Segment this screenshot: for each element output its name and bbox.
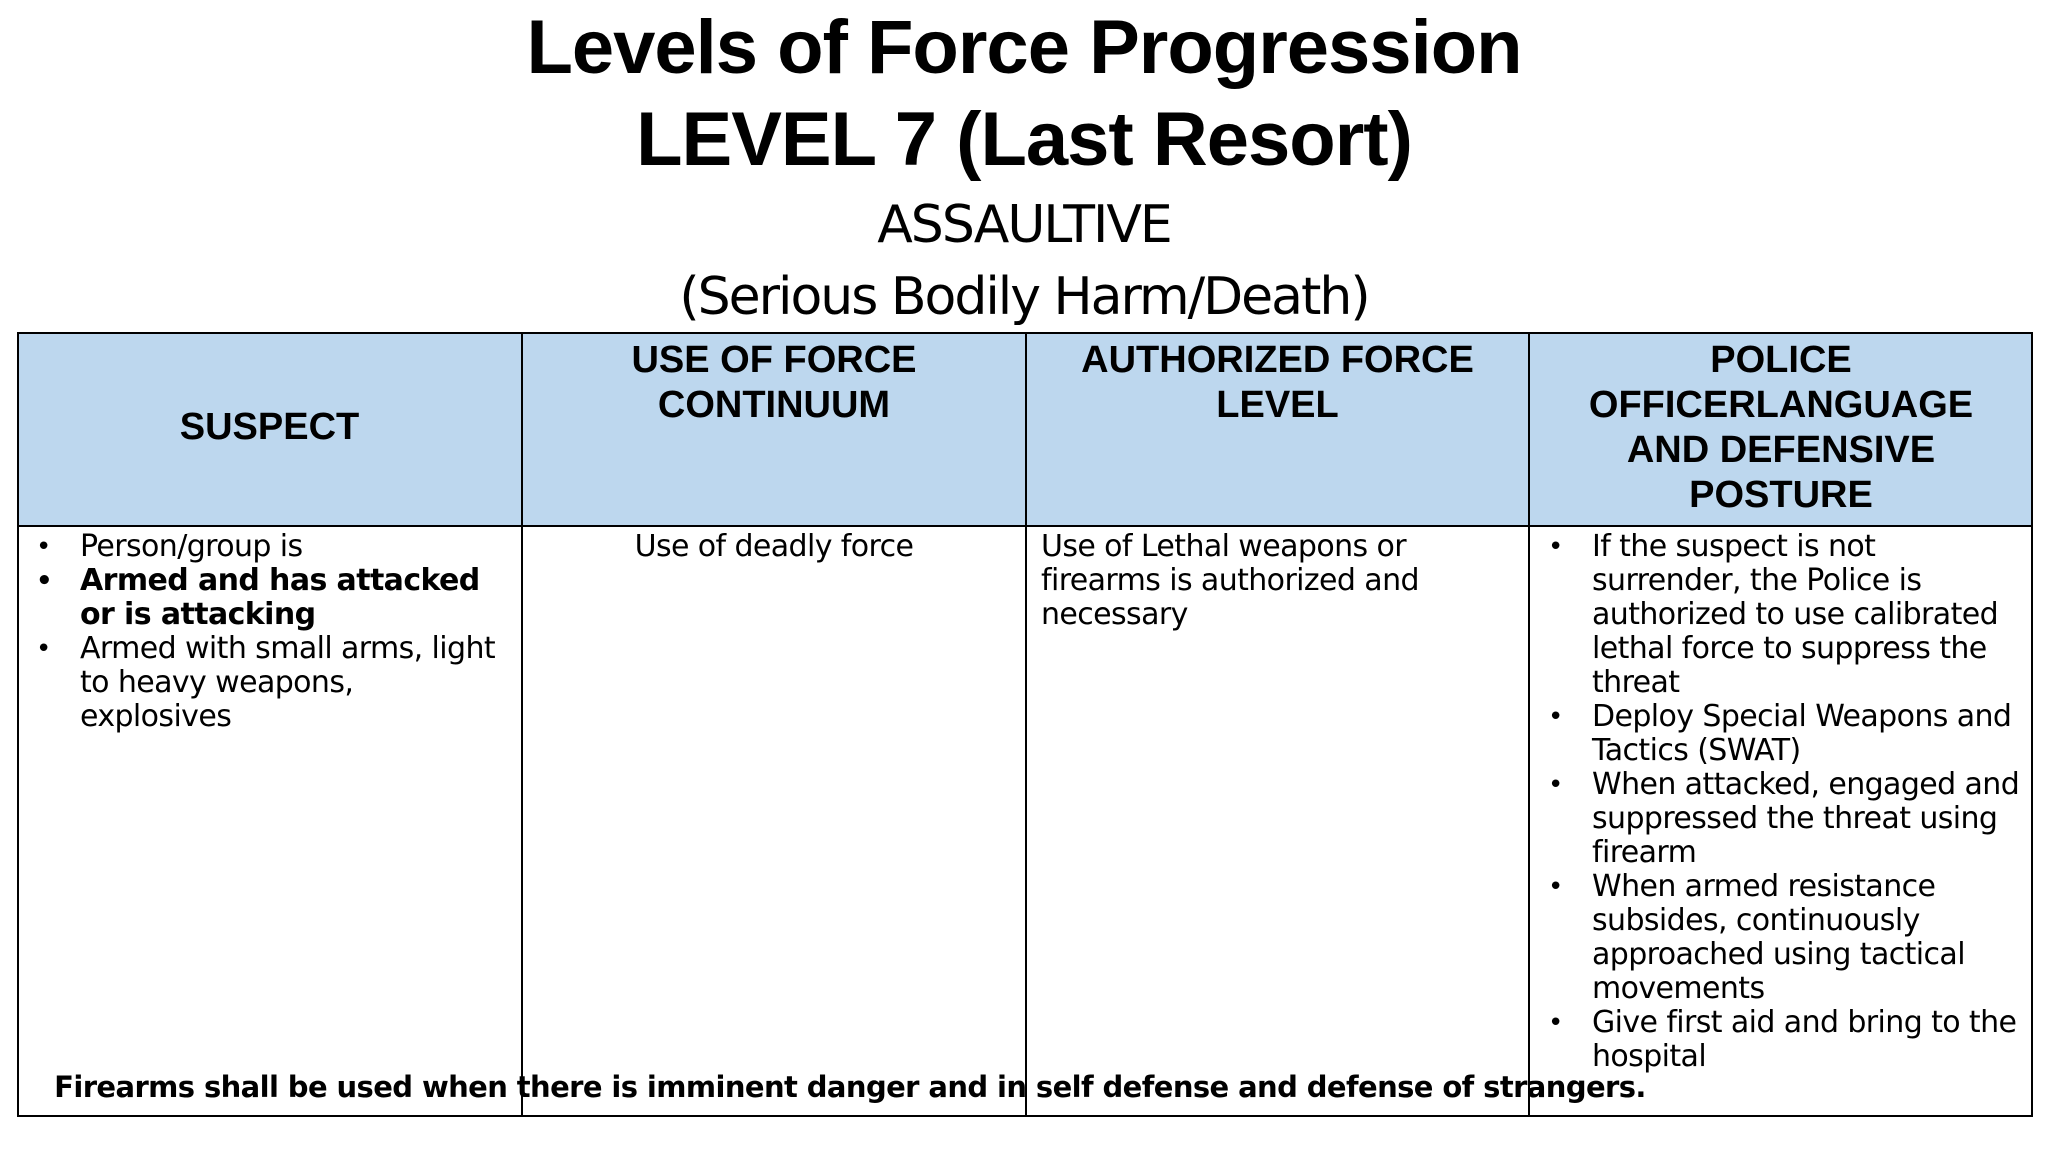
continuum-cell: Use of deadly force [522,526,1026,1117]
suspect-list: • Person/group is • Armed and has attacked… [17,530,507,734]
police-item-5: Give first aid and bring to the hospital [1592,1005,2017,1074]
table-border-top [17,332,2033,334]
footer-note: Firearms shall be used when there is imm… [54,1070,1646,1104]
page-title-line-1: Levels of Force Progression [526,5,1522,90]
column-divider-1 [521,332,523,1117]
header-label-continuum: USE OF FORCE CONTINUUM [631,339,917,426]
list-item: • Armed and has attacked or is attacking [17,564,507,632]
header-cell-police: POLICE OFFICERLANGUAGE AND DEFENSIVE POS… [1529,332,2033,526]
header-cell-suspect: SUSPECT [17,332,522,526]
column-divider-3 [1528,332,1530,1117]
list-item: • If the suspect is not surrender, the Po… [1529,530,2029,700]
authorized-cell: Use of Lethal weapons or firearms is aut… [1026,526,1529,1117]
bullet-icon: • [1548,770,1563,800]
suspect-cell: • Person/group is • Armed and has attacked… [17,526,522,1117]
police-item-4: When armed resistance subsides, continuo… [1592,869,1966,1006]
police-cell: • If the suspect is not surrender, the Po… [1529,526,2033,1117]
bullet-icon: • [1548,1008,1563,1038]
header-cell-authorized: AUTHORIZED FORCE LEVEL [1026,332,1529,526]
police-list: • If the suspect is not surrender, the Po… [1529,530,2029,1074]
subtitle-line-2: (Serious Bodily Harm/Death) [679,267,1370,327]
table-border-left [17,332,19,1117]
table-border-right [2031,332,2033,1117]
subtitle-line-1: ASSAULTIVE [877,195,1173,255]
list-item: • Person/group is [17,530,507,564]
column-divider-2 [1025,332,1027,1117]
list-item: • Give first aid and bring to the hospita… [1529,1006,2029,1074]
bullet-icon: • [1548,532,1563,562]
table-border-bottom [17,1115,2033,1117]
continuum-text: Use of deadly force [634,529,914,564]
page-title-line-2: LEVEL 7 (Last Resort) [636,97,1413,182]
header-label-suspect: SUSPECT [179,406,360,448]
suspect-item-3: Armed with small arms, light to heavy we… [80,631,496,734]
bullet-icon: • [36,634,51,664]
suspect-item-1: Person/group is [80,529,303,564]
header-cell-continuum: USE OF FORCE CONTINUUM [522,332,1026,526]
force-level-table: SUSPECT USE OF FORCE CONTINUUM AUTHORIZE… [17,332,2033,1117]
header-divider [17,525,2033,527]
bullet-icon: • [36,566,53,596]
bullet-icon: • [1548,702,1563,732]
list-item: • When attacked, engaged and suppressed t… [1529,768,2029,870]
suspect-item-2: Armed and has attacked or is attacking [80,563,480,632]
list-item: • When armed resistance subsides, continu… [1529,870,2029,1006]
header-label-authorized: AUTHORIZED FORCE LEVEL [1081,339,1474,426]
authorized-text: Use of Lethal weapons or firearms is aut… [1041,529,1420,632]
police-item-3: When attacked, engaged and suppressed th… [1592,767,2020,870]
header-label-police: POLICE OFFICERLANGUAGE AND DEFENSIVE POS… [1588,339,1974,516]
police-item-2: Deploy Special Weapons and Tactics (SWAT… [1592,699,2012,768]
police-item-1: If the suspect is not surrender, the Pol… [1592,529,1999,700]
list-item: • Deploy Special Weapons and Tactics (SWA… [1529,700,2029,768]
bullet-icon: • [1548,872,1563,902]
list-item: • Armed with small arms, light to heavy w… [17,632,507,734]
bullet-icon: • [36,532,51,562]
